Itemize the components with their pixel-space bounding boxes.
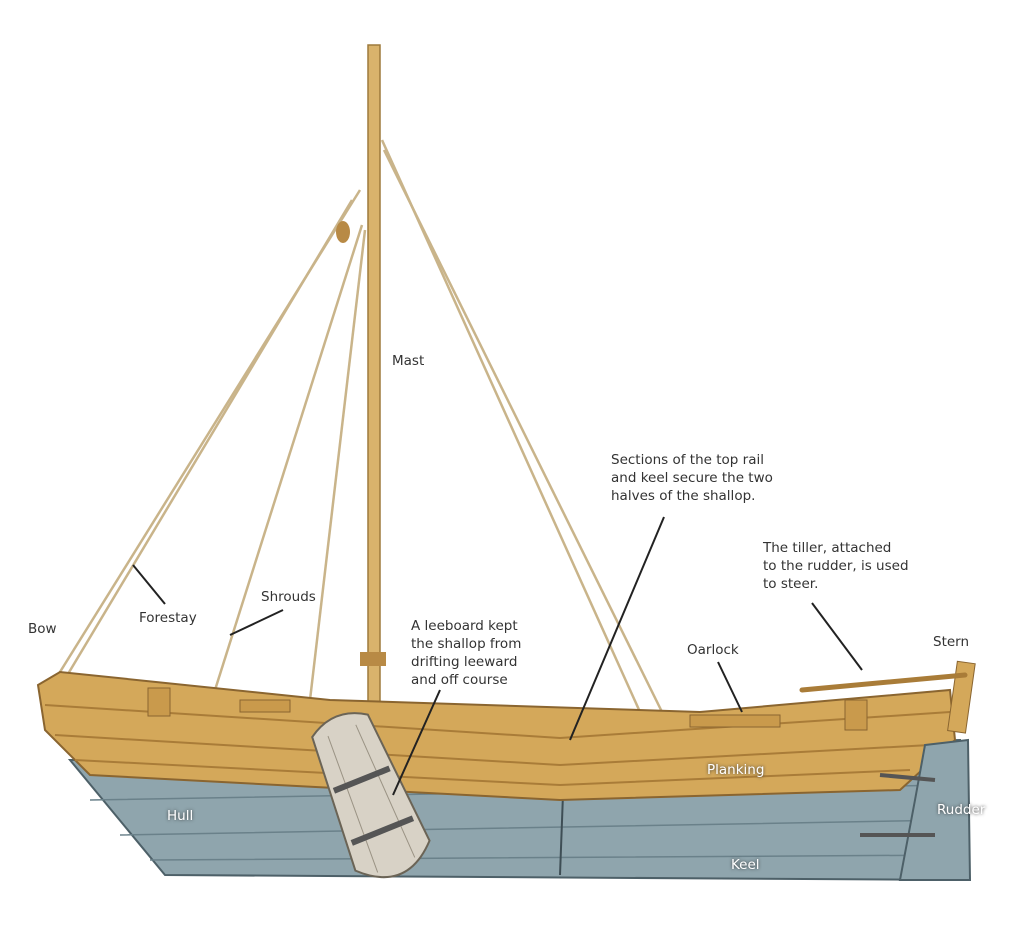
rudder [898, 738, 972, 881]
label-keel: Keel [731, 857, 760, 873]
label-leeboard: A leeboard kept the shallop from driftin… [411, 618, 522, 688]
tiller [799, 672, 968, 693]
label-hull: Hull [167, 808, 194, 824]
mast-partner [360, 652, 386, 666]
block-icon [336, 221, 350, 243]
label-stern: Stern [933, 634, 970, 650]
label-bow: Bow [28, 621, 57, 637]
rigging [53, 139, 667, 719]
label-oarlock: Oarlock [687, 642, 739, 658]
stern-post [947, 660, 976, 734]
label-tiller: The tiller, attached to the rudder, is u… [763, 540, 909, 592]
shroud-line [213, 224, 364, 691]
label-planking: Planking [707, 762, 765, 778]
oarlock [689, 714, 781, 728]
label-sections: Sections of the top rail and keel secure… [611, 452, 773, 504]
label-forestay: Forestay [139, 610, 197, 626]
leader-lines [132, 516, 863, 796]
label-mast: Mast [392, 353, 425, 369]
label-shrouds: Shrouds [261, 589, 316, 605]
label-rudder: Rudder [937, 802, 986, 818]
mast [367, 44, 381, 726]
leeboard [311, 712, 431, 879]
